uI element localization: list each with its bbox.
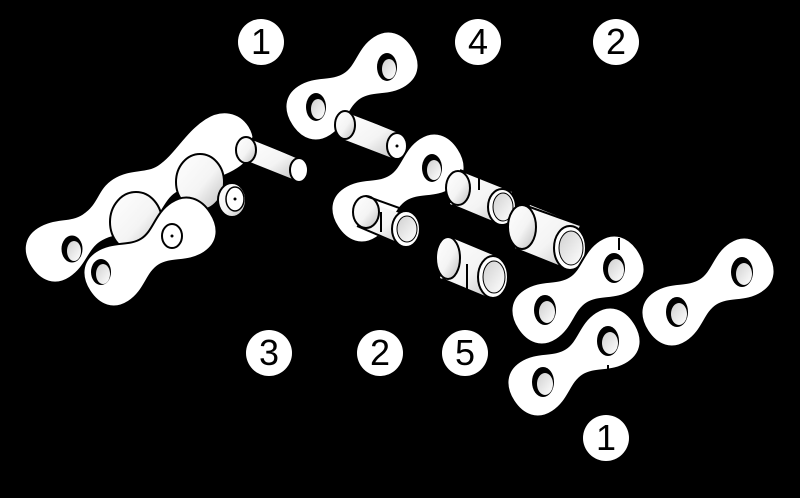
callout-number: 3 [258, 332, 280, 373]
callout-1-top: 1 [238, 19, 284, 65]
callout-3: 3 [246, 330, 292, 376]
assembled-chain-segment [23, 108, 309, 318]
roller [507, 204, 587, 271]
callout-number: 2 [369, 332, 391, 373]
bushing [445, 169, 517, 226]
callout-5: 5 [442, 330, 488, 376]
callout-2-top: 2 [593, 19, 639, 65]
callout-4: 4 [455, 19, 501, 65]
pin-link-plate [274, 20, 430, 152]
callout-number: 4 [467, 21, 489, 62]
callout-number: 5 [454, 332, 476, 373]
callout-1-bottom: 1 [583, 415, 629, 461]
callout-number: 1 [595, 417, 617, 458]
connecting-plate-with-bushing [320, 122, 476, 254]
callout-number: 1 [250, 21, 272, 62]
outer-plate-lower [496, 296, 652, 428]
outer-plate-right [630, 226, 786, 358]
callout-2-bottom: 2 [357, 330, 403, 376]
roller-lower [435, 235, 509, 300]
loose-pin [334, 110, 408, 161]
callout-number: 2 [605, 21, 627, 62]
outer-plate-upper [500, 224, 656, 356]
